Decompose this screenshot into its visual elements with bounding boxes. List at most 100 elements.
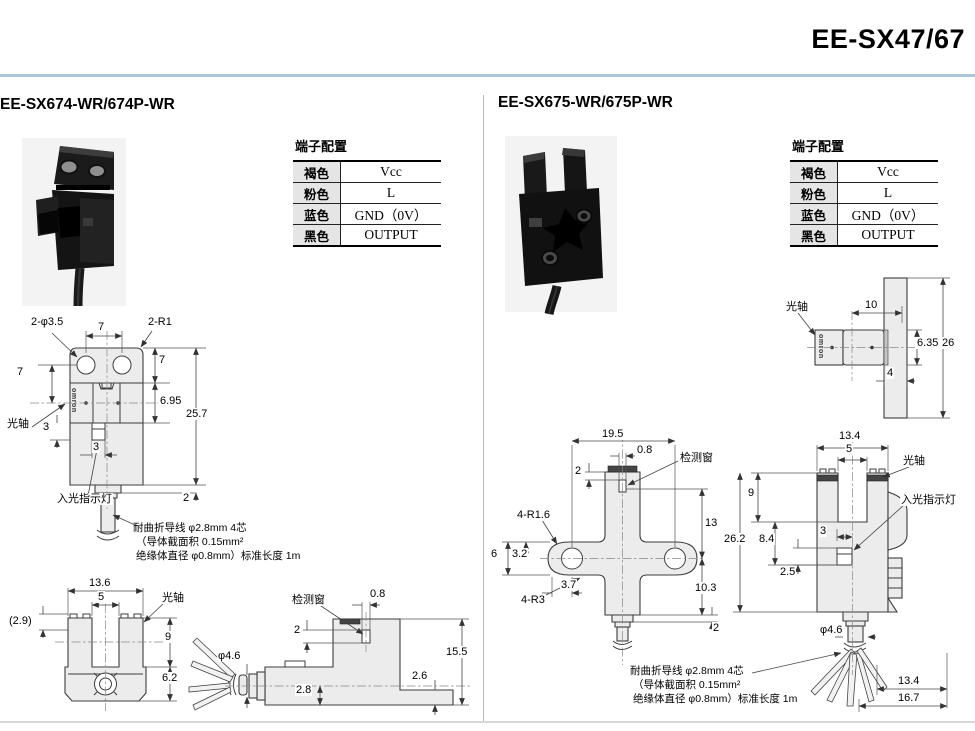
dim-hole-to-axis: 7: [16, 366, 25, 378]
dim-stub-height: 2: [182, 492, 191, 504]
optical-axis-label: 光轴: [902, 455, 926, 467]
dim-slot-depth: 9: [164, 631, 173, 643]
dim-a: 13.4: [897, 675, 921, 687]
wire-signal: OUTPUT: [837, 224, 938, 247]
wire-signal: OUTPUT: [340, 224, 441, 247]
dim-ledge-height: 2.6: [411, 670, 429, 682]
dim-slot-width: 5: [97, 591, 106, 603]
dim-arm-height: 6: [490, 548, 499, 560]
dim-arm-end-to-hole: 3.7: [560, 579, 578, 591]
drawing-sx674-front: [30, 330, 206, 541]
dim-cable-dia: φ4.6: [819, 624, 844, 636]
dim-overall-height: 26.2: [723, 533, 747, 545]
dim-window-height: 2: [293, 624, 302, 636]
wire-color: 褐色: [790, 161, 838, 183]
outline: [814, 277, 908, 419]
wire-signal: L: [837, 182, 938, 204]
dim-mount-holes: 2-φ3.5: [30, 316, 65, 328]
heading-sx675: EE-SX675-WR/675P-WR: [498, 94, 673, 111]
brand-logo: omron: [817, 334, 824, 359]
indicator-label: 入光指示灯: [56, 493, 113, 505]
header-rule: [0, 74, 975, 77]
dim-column-width: 4: [886, 367, 895, 379]
terminal-table-title: 端子配置: [792, 139, 845, 154]
centerlines: [225, 612, 470, 687]
dim-window-width: 0.8: [369, 588, 387, 600]
photo-sx674: [22, 138, 126, 307]
terminal-table-title: 端子配置: [295, 139, 348, 154]
dim-window-to-axis: 13: [704, 517, 719, 529]
wire-signal: GND（0V）: [340, 203, 441, 225]
dim-hole-pitch: 19.5: [601, 428, 625, 440]
centerlines: [807, 311, 920, 381]
dim-stub-height: 2: [712, 622, 721, 634]
dim-overall-height: 15.5: [445, 646, 469, 658]
note-line: （导体截面积 0.15mm²: [633, 679, 741, 691]
dim-indicator-offset: 3: [819, 525, 828, 537]
dim-cable-offset: 2.8: [295, 684, 313, 696]
dim-overall-width: 13.4: [838, 430, 862, 442]
dim-indicator-width: 3: [92, 441, 101, 453]
dim-top-to-axis: 7: [158, 354, 167, 366]
wire-color: 黑色: [790, 224, 838, 247]
dim-window-width: 0.8: [636, 444, 654, 456]
dim-overall-height: 25.7: [185, 408, 209, 420]
dim-window-top: 2: [574, 465, 583, 477]
dim-axis-to-bottom: 10.3: [694, 582, 718, 594]
dim-body-height: 6.35: [916, 337, 940, 349]
dim-slot-depth: 9: [747, 487, 756, 499]
window-label: 检测窗: [291, 594, 326, 606]
sensor-photo-674: [36, 146, 114, 307]
heading-sx674: EE-SX674-WR/674P-WR: [0, 96, 175, 113]
svg-defs: [0, 0, 2, 2]
optical-axis-label: 光轴: [6, 418, 30, 430]
wire-signal: L: [340, 182, 441, 204]
dim-hole-pitch: 7: [97, 321, 106, 333]
dimension-lines: [39, 588, 177, 702]
dimension-lines: [247, 602, 469, 715]
dim-overall-height: 26: [941, 337, 956, 349]
dim-axis-to-slot: 6.95: [159, 395, 183, 407]
sensor-photo-675: [519, 148, 603, 315]
optical-axis-label: 光轴: [161, 592, 185, 604]
dim-corner-r1: 4-R1.6: [516, 509, 552, 521]
wire-signal: Vcc: [340, 161, 441, 183]
wire-color: 黑色: [293, 224, 341, 247]
dim-arm-top-to-axis: 3.2: [511, 548, 529, 560]
dim-overall-width: 13.6: [88, 577, 112, 589]
page-title: EE-SX47/67: [811, 24, 965, 55]
wire-color: 粉色: [790, 182, 838, 204]
centerlines: [55, 604, 165, 711]
wire-signal: Vcc: [837, 161, 938, 183]
wire-color: 褐色: [293, 161, 341, 183]
drawing-sx674-top: [5, 588, 177, 711]
dim-b: 16.7: [897, 692, 921, 704]
optical-axis-label: 光轴: [785, 301, 809, 313]
footer-rule: [0, 721, 975, 723]
centerlines: [540, 433, 705, 665]
dim-corner-r2: 4-R3: [520, 594, 546, 606]
outline: [64, 613, 147, 702]
photo-sx675: [505, 136, 617, 315]
dim-corner-radius: 2-R1: [147, 316, 173, 328]
note-line: 绝缘体直径 φ0.8mm）标准长度 1m: [633, 693, 798, 705]
note-line: （导体截面积 0.15mm²: [136, 536, 244, 548]
dim-ref-depth: (2.9): [8, 615, 33, 627]
brand-logo: omron: [70, 388, 77, 413]
cable-note-675: 耐曲折导线 φ2.8mm 4芯 （导体截面积 0.15mm² 绝缘体直径 φ0.…: [630, 664, 797, 706]
note-line: 耐曲折导线 φ2.8mm 4芯: [630, 665, 744, 677]
outline: [188, 618, 454, 711]
note-line: 绝缘体直径 φ0.8mm）标准长度 1m: [136, 550, 301, 562]
section-divider: [483, 95, 484, 721]
wire-color: 蓝色: [790, 203, 838, 225]
indicator-label: 入光指示灯: [900, 494, 957, 506]
